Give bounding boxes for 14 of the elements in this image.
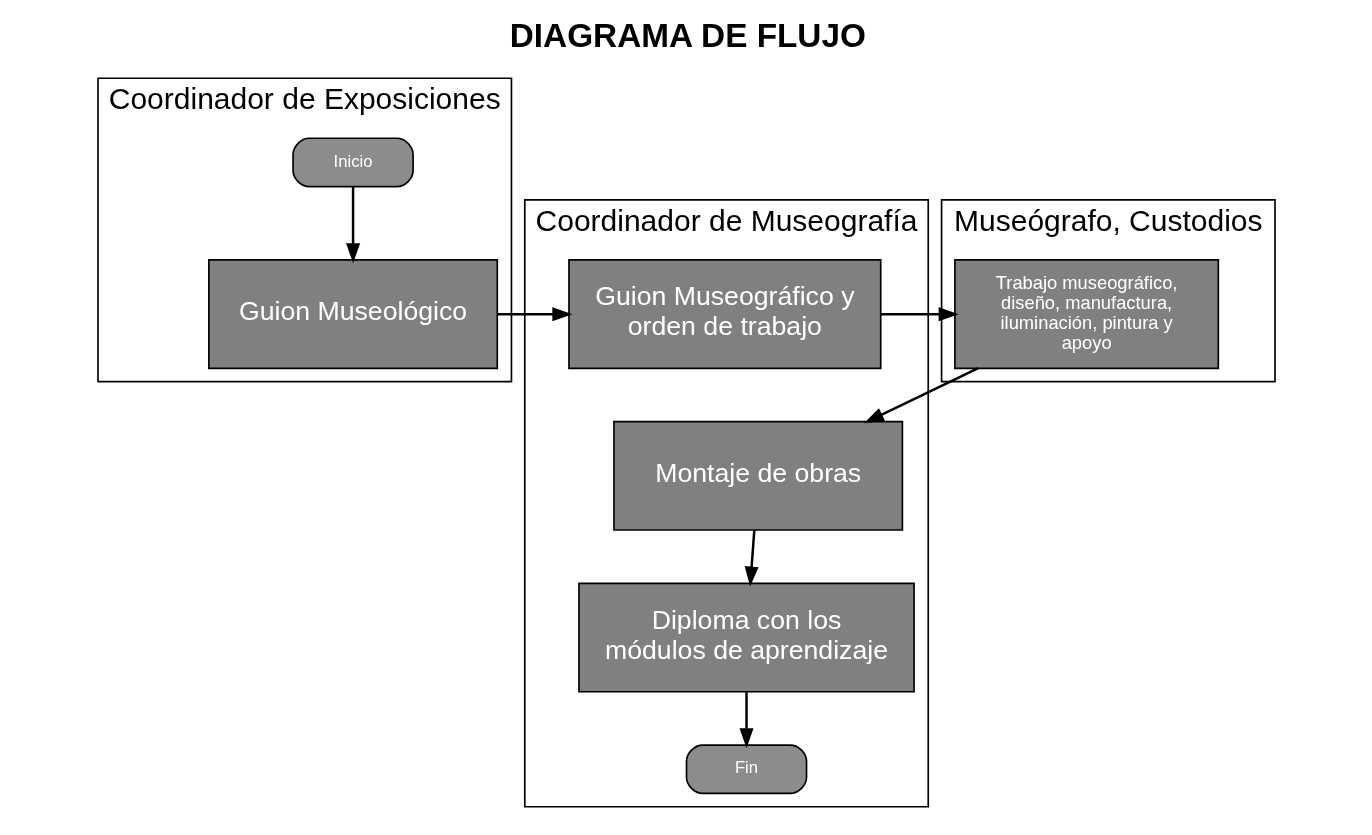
node-box: Montaje de obras (612, 420, 903, 531)
arrow (744, 530, 759, 587)
node-box: Guion Museológico (207, 259, 498, 370)
arrow (497, 307, 572, 322)
diagram-title: DIAGRAMA DE FLUJO (509, 16, 866, 54)
arrow (739, 692, 754, 749)
arrow (863, 367, 978, 424)
arrow (345, 186, 360, 264)
node-box: Guion Museográfico y orden de trabajo (567, 259, 882, 370)
arrow (880, 307, 959, 322)
node-box: Trabajo museográfico, diseño, manufactura, iluminación, pintura y apoyo (953, 259, 1219, 370)
node-box: Diploma con los módulos de aprendizaje (577, 582, 915, 693)
node-box: Inicio (291, 137, 414, 188)
node-box: Fin (685, 744, 807, 795)
